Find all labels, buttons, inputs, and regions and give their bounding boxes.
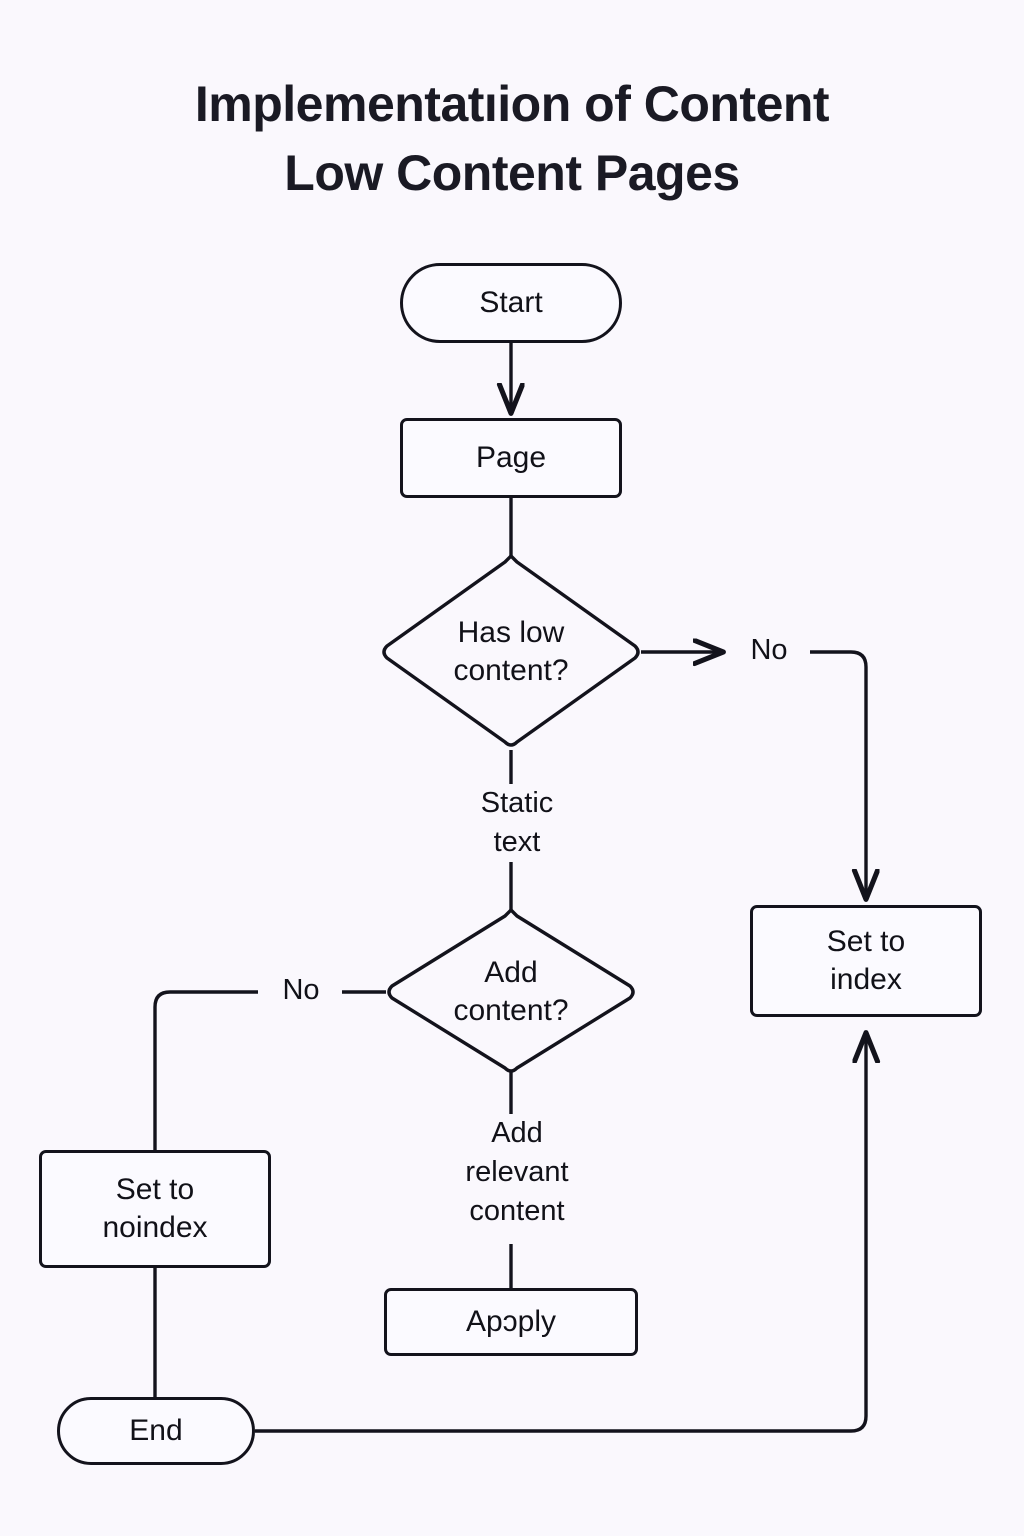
- edge-haslow-to-setindex: [798, 650, 866, 898]
- page-title: Implementatıion of Content Low Content P…: [0, 70, 1024, 208]
- node-start-label: Start: [479, 285, 543, 319]
- node-set-to-index-label: Set to index: [826, 924, 906, 996]
- node-add-content-label: Add content?: [453, 955, 569, 1027]
- node-set-to-noindex[interactable]: Set to noindex: [39, 1150, 271, 1268]
- edge-addcontent-to-setnoindex: [153, 990, 258, 1150]
- node-end-label: End: [129, 1413, 183, 1447]
- edge-end-to-setindex: [255, 1034, 866, 1433]
- edge-label-add-relevant-content: Add relevant content: [431, 1114, 603, 1232]
- node-start[interactable]: Start: [400, 263, 622, 343]
- node-set-to-noindex-label: Set to noindex: [102, 1172, 208, 1244]
- edge-label-static-text: Static text: [441, 784, 593, 863]
- edge-label-no-right: No: [728, 631, 810, 671]
- node-end[interactable]: End: [57, 1397, 255, 1465]
- edge-label-no-left: No: [260, 971, 342, 1011]
- page-title-line-2: Low Content Pages: [284, 145, 740, 201]
- node-page[interactable]: Page: [400, 418, 622, 498]
- node-page-label: Page: [475, 440, 547, 474]
- node-has-low-content-label: Has low content?: [453, 615, 569, 687]
- node-add-content[interactable]: Add content?: [386, 910, 636, 1074]
- node-apply[interactable]: Apɔply: [384, 1288, 638, 1356]
- node-has-low-content[interactable]: Has low content?: [381, 556, 641, 748]
- node-set-to-index[interactable]: Set to index: [750, 905, 982, 1017]
- node-apply-label: Apɔply: [465, 1304, 557, 1338]
- page-title-line-1: Implementatıion of Content: [194, 76, 830, 132]
